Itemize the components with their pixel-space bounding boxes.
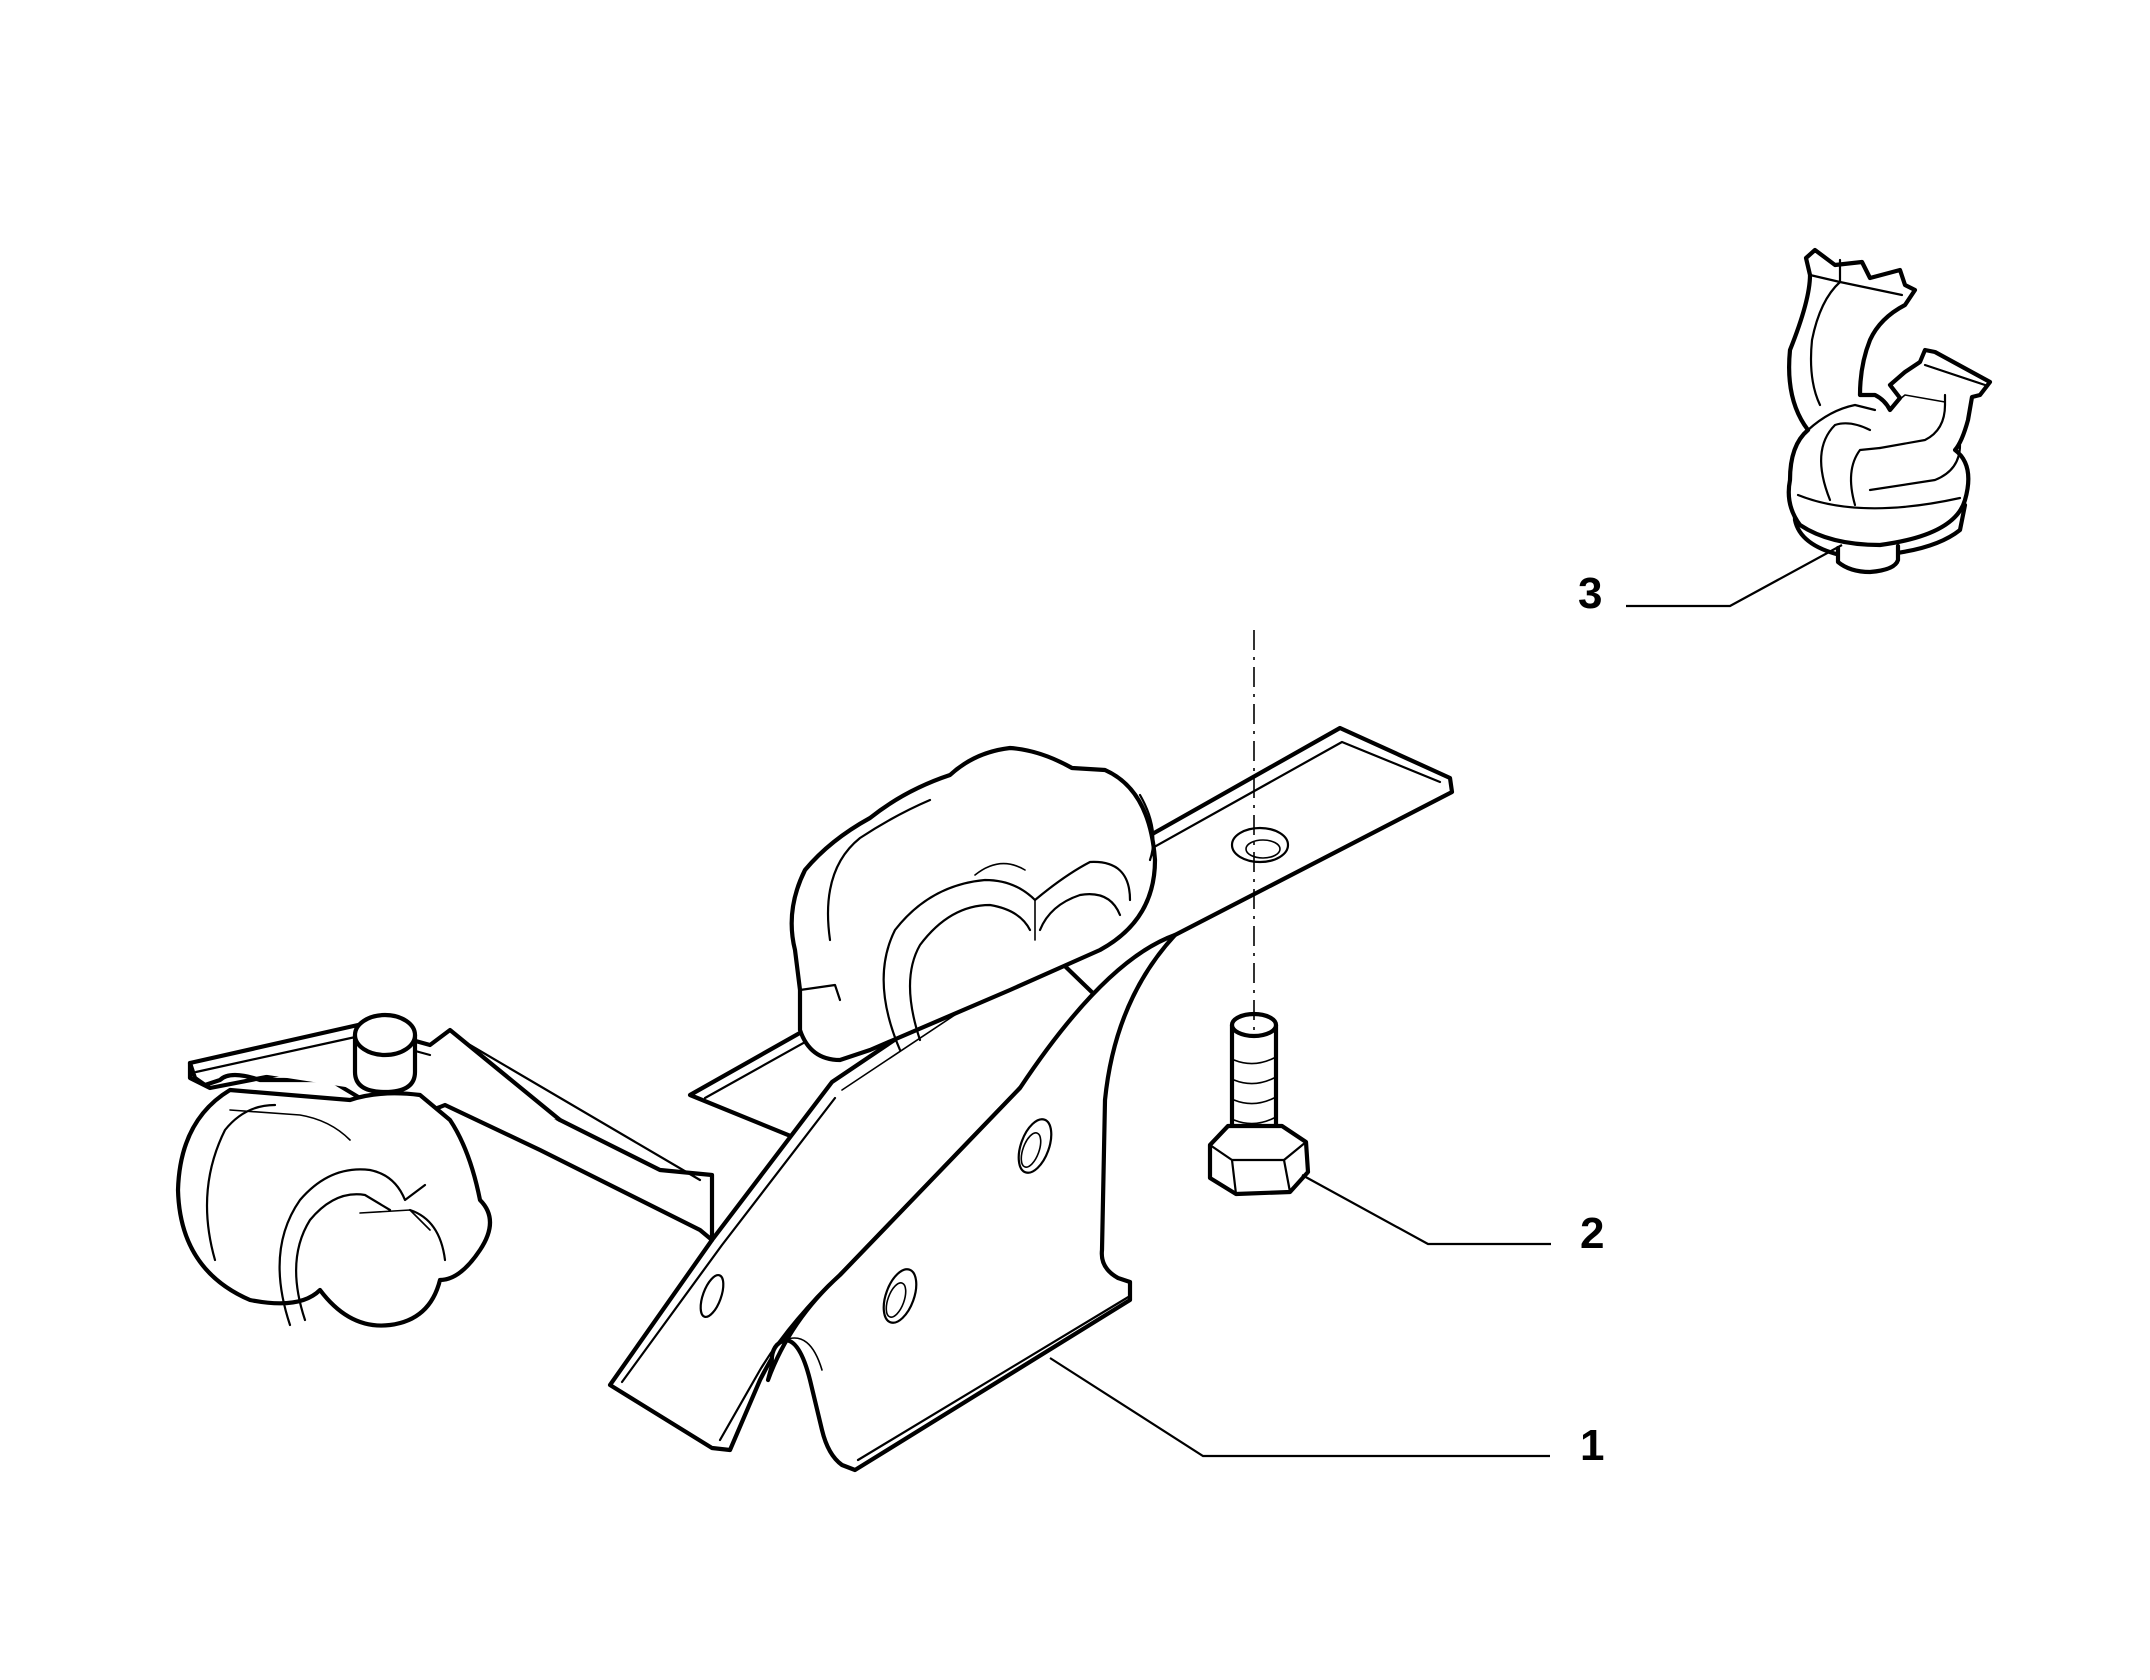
pipe-clip (1786, 247, 1993, 575)
callout-2: 2 (1580, 1209, 1604, 1258)
callout-3: 3 (1578, 569, 1602, 618)
plate-hole-lower (882, 1268, 918, 1324)
strut-hole (699, 1273, 725, 1319)
plate-hole-upper (1017, 1118, 1053, 1174)
double-hose-clamp (789, 745, 1158, 1063)
leader-lines (1049, 544, 1843, 1458)
locating-pin (352, 1012, 418, 1095)
single-hose-clamp (175, 1087, 493, 1328)
hex-bolt (1207, 1011, 1311, 1197)
leader-line-1 (1049, 1357, 1550, 1458)
leader-line-2 (1301, 1174, 1551, 1246)
mounting-bracket (175, 725, 1455, 1473)
callout-1: 1 (1580, 1421, 1604, 1470)
leader-line-3 (1626, 544, 1843, 608)
arm-slot-hole (1230, 826, 1290, 864)
